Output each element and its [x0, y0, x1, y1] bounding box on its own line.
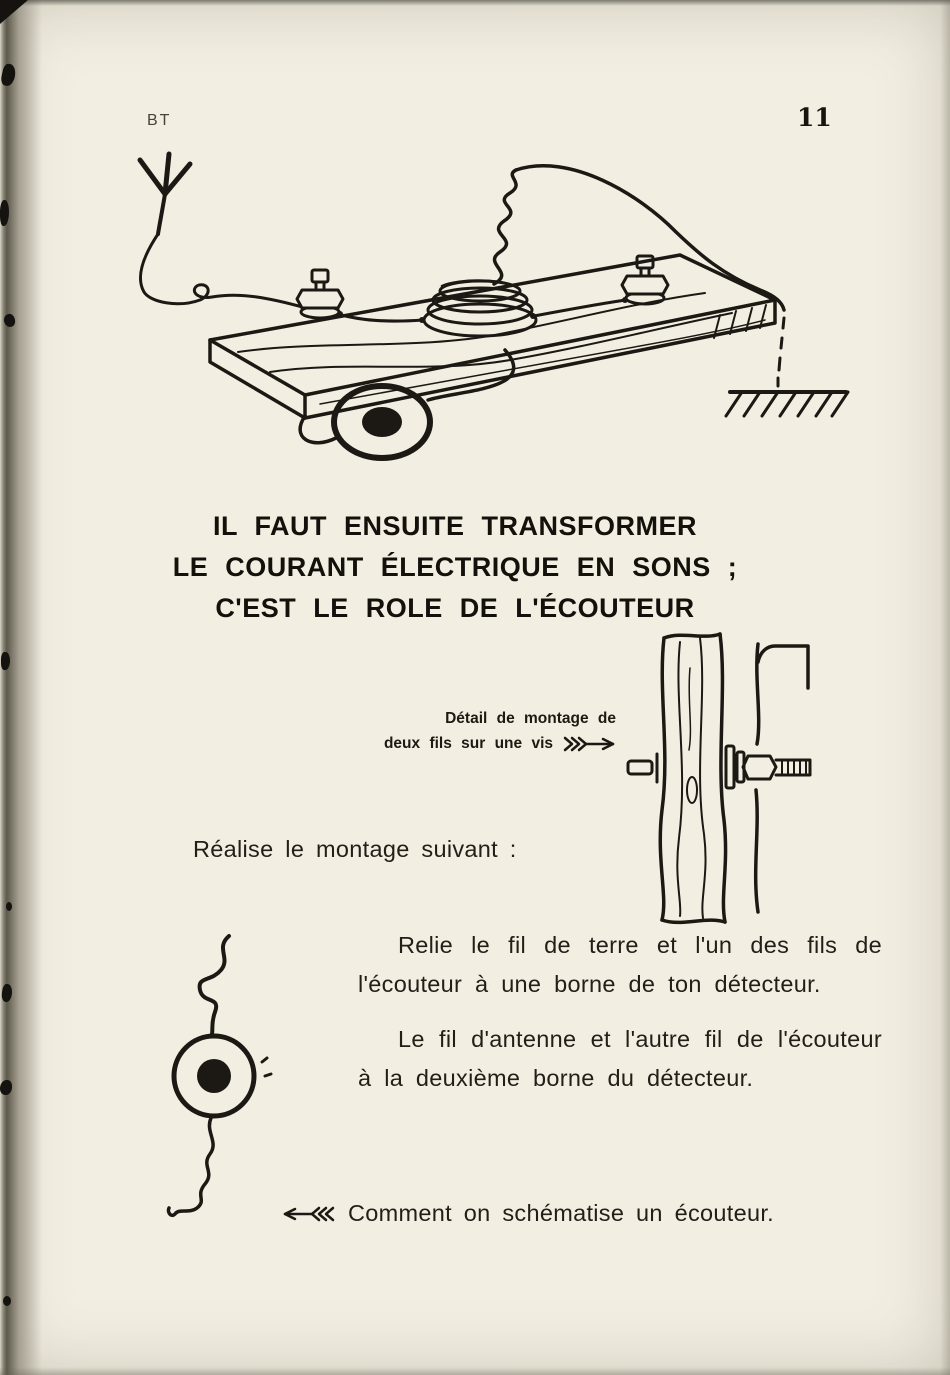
crystal-set-illustration: [120, 150, 880, 480]
arrow-left-icon: [283, 1206, 335, 1221]
heading-line-1: IL FAUT ENSUITE TRANSFORMER: [212, 511, 697, 541]
scan-edge-bottom: [0, 1367, 950, 1375]
spring-wire: [492, 164, 786, 312]
scan-speck: [1, 652, 10, 670]
antenna-icon: [137, 151, 193, 236]
binding-shadow: [0, 0, 42, 1375]
ground-wire-dashed: [776, 316, 786, 388]
intro-text: Réalise le montage suivant :: [193, 836, 517, 862]
screw-caption-line-2: deux fils sur une vis: [383, 735, 553, 752]
arrow-right-icon: [563, 736, 615, 751]
scan-edge-top: [0, 0, 950, 6]
ground-symbol: [724, 390, 850, 418]
earphone-symbol-illustration: [165, 930, 295, 1220]
antenna-wire: [139, 232, 308, 310]
earphone-symbol: [166, 934, 273, 1218]
earphone-drawing: [298, 348, 516, 461]
earphone-note-text: Comment on schématise un écouteur.: [348, 1200, 774, 1226]
main-heading: IL FAUT ENSUITE TRANSFORMER LE COURANT É…: [115, 506, 795, 629]
screw-caption-line-1: Détail de montage de: [445, 710, 616, 727]
mounted-wires: [753, 642, 810, 914]
heading-line-2: LE COURANT ÉLECTRIQUE EN SONS ;: [172, 552, 738, 582]
scan-edge-right: [940, 0, 950, 1375]
screw-detail-illustration: [612, 628, 852, 928]
screw-caption: Détail de montage de deux fils sur une v…: [358, 706, 616, 756]
coil: [422, 279, 538, 338]
scan-speck: [0, 1080, 12, 1095]
scan-speck: [0, 200, 9, 226]
paragraph-antenne: Le fil d'antenne et l'autre fil de l'éco…: [358, 1026, 882, 1091]
scan-speck: [6, 902, 12, 911]
terminal-left: [295, 268, 345, 320]
wood-post: [658, 632, 728, 925]
paragraph-terre: Relie le fil de terre et l'un des fils d…: [358, 932, 882, 997]
heading-line-3: C'EST LE ROLE DE L'ÉCOUTEUR: [215, 593, 695, 623]
terminal-right: [620, 254, 670, 306]
earphone-note: Comment on schématise un écouteur.: [282, 1200, 774, 1227]
series-label: BT: [147, 112, 172, 129]
scan-speck: [3, 1296, 11, 1306]
body-paragraphs: Relie le fil de terre et l'un des fils d…: [358, 926, 882, 1098]
screw-assembly: [626, 744, 812, 790]
page-number: 11: [797, 103, 832, 132]
